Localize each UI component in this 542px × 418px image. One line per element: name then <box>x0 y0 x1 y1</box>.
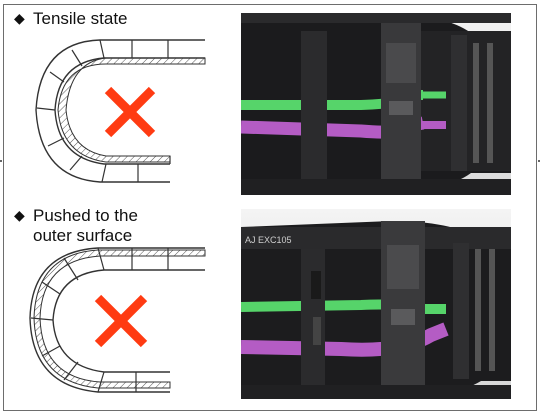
panel-title-pushed: ◆ Pushed to the outer surface <box>14 205 138 246</box>
photo-tensile <box>241 13 511 195</box>
x-mark-icon <box>104 86 156 138</box>
edge-tick <box>0 160 2 162</box>
panel-title-text: Tensile state <box>33 9 128 28</box>
cable-strip <box>57 57 206 163</box>
panel-title-tensile: ◆ Tensile state <box>14 8 128 29</box>
chain-link-dividers <box>36 39 169 183</box>
diamond-bullet-icon: ◆ <box>14 10 25 26</box>
diamond-bullet-icon: ◆ <box>14 207 25 223</box>
cable-strip <box>33 249 206 389</box>
chain-diagram-tensile <box>35 39 206 183</box>
chain-link-dividers <box>30 247 169 393</box>
chain-diagram-pushed <box>29 247 206 393</box>
edge-tick <box>538 160 540 162</box>
panel-title-text-line1: Pushed to the <box>33 206 138 225</box>
panel-title-text-line2: outer surface <box>33 226 133 245</box>
photo-stamp-text: AJ EXC105 <box>245 235 292 245</box>
x-mark-icon <box>94 294 148 348</box>
chain-outer-band <box>29 247 205 393</box>
chain-inner-band <box>52 269 205 373</box>
chain-outer-band <box>35 39 205 183</box>
photo-pushed: AJ EXC105 <box>241 209 511 399</box>
